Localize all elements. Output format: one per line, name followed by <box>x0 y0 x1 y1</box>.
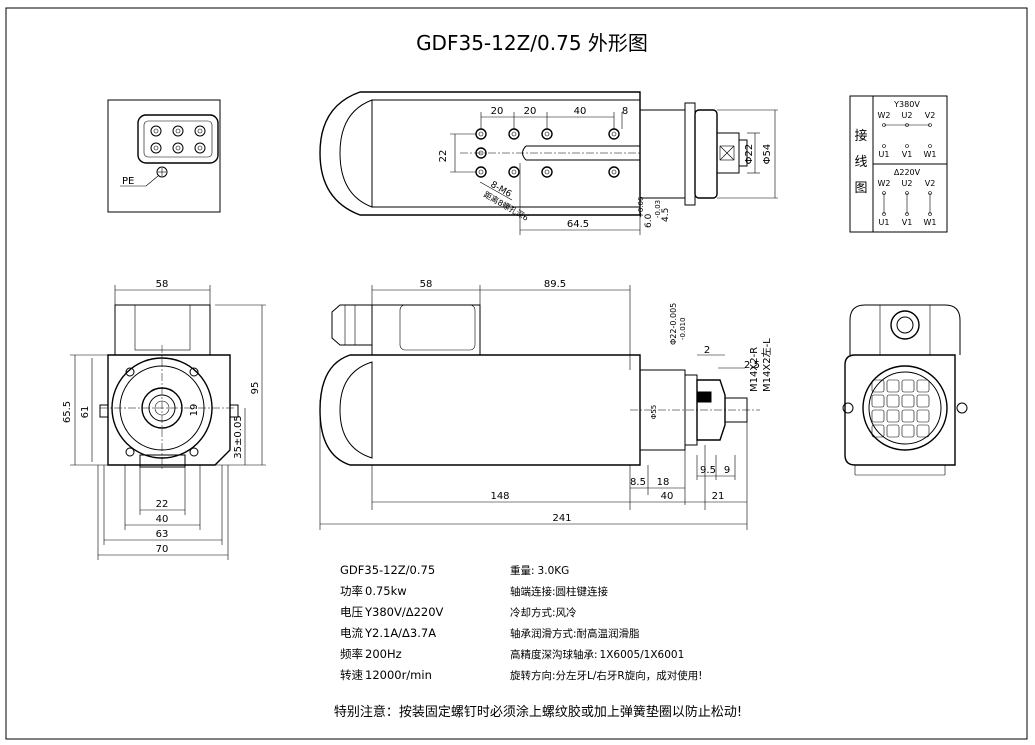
spec-cooling: 冷却方式:风冷 <box>510 606 577 619</box>
d-v2: V2 <box>925 179 936 188</box>
dim-22: 22 <box>156 499 169 510</box>
dim-phi22-tol2: -0.010 <box>679 317 687 340</box>
spec-voltage-value: Y380V/Δ220V <box>364 605 444 619</box>
dim-top-8: 8 <box>622 106 628 117</box>
spec-speed-value: 12000r/min <box>365 668 432 682</box>
drawing-title: GDF35-12Z/0.75 外形图 <box>416 31 648 55</box>
specs-right: 重量:3.0KG 轴端连接:圆柱键连接 冷却方式:风冷 轴承润滑方式:耐高温润滑… <box>510 564 702 682</box>
spec-current-value: Y2.1A/Δ3.7A <box>364 626 436 640</box>
dim-18: 18 <box>657 477 670 488</box>
y-u1: U1 <box>879 150 890 159</box>
notice-text: 特别注意：按装固定螺钉时必须涂上螺纹胶或加上弹簧垫圈以防止松动! <box>334 704 742 720</box>
spec-shaft: 轴端连接:圆柱键连接 <box>510 585 609 598</box>
wiring-label-1: 接 <box>854 128 867 144</box>
spec-current-label: 电流 <box>340 626 363 640</box>
dim-61: 61 <box>80 406 91 419</box>
drawing-border <box>5 7 1028 740</box>
top-view: 20 20 40 8 22 Φ22 Φ54 64.5 +0.06 6.0 -0.… <box>319 91 778 235</box>
dim-end-58: 58 <box>156 279 169 290</box>
spec-power-value: 0.75kw <box>365 584 407 598</box>
y-w2: W2 <box>878 111 891 120</box>
dim-phi22: Φ22 <box>744 144 755 165</box>
specs-left: GDF35-12Z/0.75 功率 0.75kw 电压 Y380V/Δ220V … <box>340 563 444 682</box>
d-u1: U1 <box>879 218 890 227</box>
ground-icon <box>156 166 168 178</box>
d-v1: V1 <box>902 218 913 227</box>
dim-70: 70 <box>156 544 169 555</box>
spec-weight: 重量:3.0KG <box>510 564 569 577</box>
dim-tol-plus: +0.06 <box>637 196 645 218</box>
fan-grille <box>871 379 930 438</box>
dim-9: 9 <box>724 465 730 476</box>
dim-side-58: 58 <box>420 279 433 290</box>
dim-9-5: 9.5 <box>700 465 716 476</box>
spec-voltage-label: 电压 <box>340 605 363 619</box>
dim-4-5: 4.5 <box>661 208 671 222</box>
end-view: 58 65.5 61 95 19 35±0.05 22 40 63 70 <box>62 279 266 560</box>
dim-19: 19 <box>189 404 200 417</box>
spec-rotation: 旋转方向:分左牙L/右牙R旋向，成对使用! <box>510 669 702 682</box>
thread-l: M14X2左-L <box>760 338 773 392</box>
y-u2: U2 <box>902 111 913 120</box>
dim-top-20a: 20 <box>491 106 504 117</box>
y-v2: V2 <box>925 111 936 120</box>
wiring-diagram: 接 线 图 Y380V W2 U2 V2 U1 V1 W1 Δ220V W2 U… <box>849 95 948 233</box>
dim-phi54: Φ54 <box>762 144 773 165</box>
d-w2: W2 <box>878 179 891 188</box>
y-w1: W1 <box>924 150 937 159</box>
dim-2: 2 <box>704 345 710 356</box>
d-title: Δ220V <box>894 168 921 177</box>
wiring-label-2: 线 <box>854 155 867 170</box>
dim-6: 6.0 <box>644 213 654 228</box>
spec-model: GDF35-12Z/0.75 <box>340 563 435 577</box>
connector-view: PE <box>107 99 221 213</box>
dim-phi22-tol: Φ22-0.005 <box>669 303 678 345</box>
dim-side-40: 40 <box>661 491 674 502</box>
dim-64-5: 64.5 <box>567 219 589 230</box>
dim-63: 63 <box>156 529 169 540</box>
dim-241: 241 <box>552 513 571 524</box>
dim-95: 95 <box>250 382 261 395</box>
d-w1: W1 <box>924 218 937 227</box>
dim-top-20b: 20 <box>524 106 537 117</box>
spec-bearing: 高精度深沟球轴承:1X6005/1X6001 <box>510 648 684 661</box>
spec-lube: 轴承润滑方式:耐高温润滑脂 <box>510 627 640 640</box>
dim-2-5: 2.5 <box>744 360 760 371</box>
y-v1: V1 <box>902 150 913 159</box>
y-title: Y380V <box>893 100 920 109</box>
dim-top-22: 22 <box>438 150 449 163</box>
spec-speed-label: 转速 <box>340 668 363 682</box>
dim-21: 21 <box>712 491 725 502</box>
dim-148: 148 <box>490 491 509 502</box>
dim-65-5: 65.5 <box>62 401 73 423</box>
front-view <box>842 304 968 476</box>
pe-label: PE <box>122 176 134 187</box>
dim-top-40: 40 <box>574 106 587 117</box>
dim-89-5: 89.5 <box>544 279 566 290</box>
dim-8-5: 8.5 <box>630 477 646 488</box>
dim-35: 35±0.05 <box>233 415 244 458</box>
spec-power-label: 功率 <box>340 584 363 598</box>
spec-freq-label: 频率 <box>340 647 363 661</box>
thread-r: M14X2-R <box>749 347 760 392</box>
dim-40: 40 <box>156 514 169 525</box>
dim-tol-minus: -0.03 <box>654 200 662 218</box>
side-view: Φ55 58 89.5 Φ22-0.005 -0.010 2 2.5 M14X2… <box>319 279 773 530</box>
spec-freq-value: 200Hz <box>365 647 402 661</box>
dim-phi55: Φ55 <box>650 405 658 419</box>
d-u2: U2 <box>902 179 913 188</box>
wiring-label-3: 图 <box>854 181 867 196</box>
